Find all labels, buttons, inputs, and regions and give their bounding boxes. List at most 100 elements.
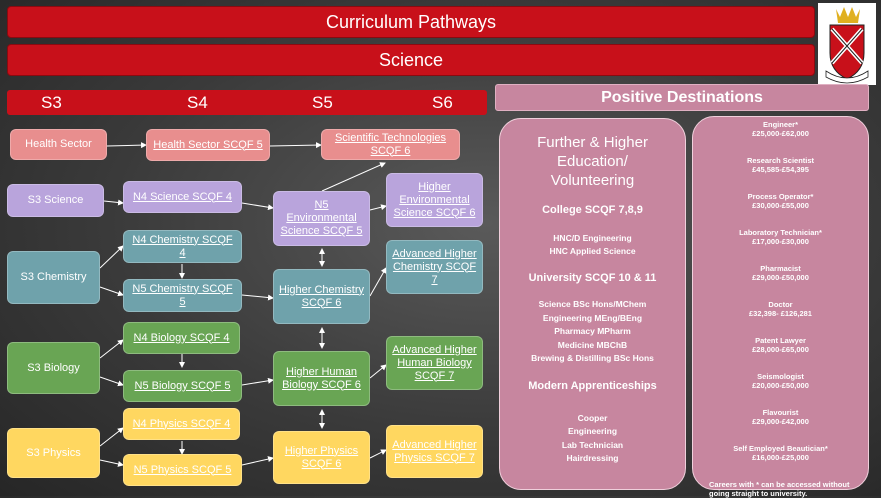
career-salary: £29,000-£42,000 xyxy=(752,417,809,426)
apprenticeship-item: Lab Technician xyxy=(561,439,624,450)
career-item: Laboratory Technician*£17,000-£30,000 xyxy=(693,228,868,246)
further-education-panel: Further & Higher Education/ Volunteering… xyxy=(499,118,686,490)
career-salary: £17,000-£30,000 xyxy=(752,237,809,246)
advanced-higher-physics-box[interactable]: Advanced Higher Physics SCQF 7 xyxy=(386,425,483,478)
career-item: Doctor£32,398- £126,281 xyxy=(693,300,868,318)
n4-physics-box[interactable]: N4 Physics SCQF 4 xyxy=(123,408,240,440)
scientific-technologies-box[interactable]: Scientific Technologies SCQF 6 xyxy=(321,129,460,160)
career-title: Doctor xyxy=(768,300,793,309)
university-item: Medicine MBChB xyxy=(557,339,628,350)
s3-biology-box: S3 Biology xyxy=(7,342,100,394)
university-item: Brewing & Distilling BSc Hons xyxy=(531,353,654,363)
n4-physics-link[interactable]: N4 Physics SCQF 4 xyxy=(132,417,231,430)
health-sector-scqf-link[interactable]: Health Sector SCQF 5 xyxy=(153,138,263,151)
advanced-higher-chemistry-box[interactable]: Advanced Higher Chemistry SCQF 7 xyxy=(386,240,483,294)
n5-physics-link[interactable]: N5 Physics SCQF 5 xyxy=(133,463,232,476)
stage-s4: S4 xyxy=(187,93,208,112)
university-item: Science BSc Hons/MChem xyxy=(538,299,647,309)
advanced-higher-human-biology-box[interactable]: Advanced Higher Human Biology SCQF 7 xyxy=(386,336,483,390)
higher-physics-link[interactable]: Higher Physics SCQF 6 xyxy=(284,444,359,470)
career-item: Engineer*£25,000-£62,000 xyxy=(693,120,868,138)
n5-biology-link[interactable]: N5 Biology SCQF 5 xyxy=(134,379,231,392)
career-title: Pharmacist xyxy=(760,264,801,273)
career-title: Research Scientist xyxy=(746,156,815,165)
career-title: Process Operator* xyxy=(747,192,814,201)
n4-biology-link[interactable]: N4 Biology SCQF 4 xyxy=(133,331,230,344)
career-item: Flavourist£29,000-£42,000 xyxy=(693,408,868,426)
page-subtitle: Science xyxy=(7,44,815,76)
careers-panel: Engineer*£25,000-£62,000 Research Scient… xyxy=(692,116,869,498)
s3-chemistry-box: S3 Chemistry xyxy=(7,251,100,304)
higher-chemistry-link[interactable]: Higher Chemistry SCQF 6 xyxy=(279,283,364,309)
stage-s6: S6 xyxy=(432,93,453,112)
career-item: Seismologist£20,000-£50,000 xyxy=(693,372,868,390)
career-title: Patent Lawyer xyxy=(755,336,806,345)
s3-science-label: S3 Science xyxy=(27,194,84,206)
school-logo xyxy=(818,3,876,85)
college-item: HNC/D Engineering xyxy=(553,233,632,243)
n4-chemistry-link[interactable]: N4 Chemistry SCQF 4 xyxy=(132,233,233,259)
higher-physics-box[interactable]: Higher Physics SCQF 6 xyxy=(273,431,370,484)
career-salary: £29,000-£50,000 xyxy=(752,273,809,282)
career-salary: £16,000-£25,000 xyxy=(752,453,809,462)
health-sector-box: Health Sector xyxy=(10,129,107,160)
career-salary: £32,398- £126,281 xyxy=(749,309,812,318)
career-item: Pharmacist£29,000-£50,000 xyxy=(693,264,868,282)
higher-chemistry-box[interactable]: Higher Chemistry SCQF 6 xyxy=(273,269,370,324)
career-salary: £45,585-£54,395 xyxy=(752,165,809,174)
career-title: Self Employed Beautician* xyxy=(733,444,828,453)
career-item: Patent Lawyer£28,000-£65,000 xyxy=(693,336,868,354)
university-item: Engineering MEng/BEng xyxy=(542,312,643,323)
s3-science-box: S3 Science xyxy=(7,184,104,217)
page-title: Curriculum Pathways xyxy=(7,6,815,38)
stage-s3: S3 xyxy=(41,93,62,112)
higher-environmental-science-box[interactable]: Higher Environmental Science SCQF 6 xyxy=(386,173,483,227)
positive-destinations-title: Positive Destinations xyxy=(495,84,869,111)
college-item: HNC Applied Science xyxy=(549,246,636,256)
advanced-higher-physics-link[interactable]: Advanced Higher Physics SCQF 7 xyxy=(392,438,477,464)
stage-bar: S3 S4 S5 S6 xyxy=(7,90,487,115)
n5-chemistry-box[interactable]: N5 Chemistry SCQF 5 xyxy=(123,279,242,312)
n4-science-link[interactable]: N4 Science SCQF 4 xyxy=(132,190,233,203)
career-salary: £20,000-£50,000 xyxy=(752,381,809,390)
college-heading: College SCQF 7,8,9 xyxy=(542,204,643,216)
scientific-technologies-link[interactable]: Scientific Technologies SCQF 6 xyxy=(334,131,447,157)
career-title: Laboratory Technician* xyxy=(739,228,822,237)
apprenticeship-item: Hairdressing xyxy=(566,453,619,463)
higher-human-biology-box[interactable]: Higher Human Biology SCQF 6 xyxy=(273,351,370,406)
university-item: Pharmacy MPharm xyxy=(554,326,631,336)
career-list: Engineer*£25,000-£62,000 Research Scient… xyxy=(693,120,868,462)
career-title: Engineer* xyxy=(762,120,798,129)
stage-s5: S5 xyxy=(312,93,333,112)
career-salary: £25,000-£62,000 xyxy=(752,129,809,138)
n5-chemistry-link[interactable]: N5 Chemistry SCQF 5 xyxy=(132,282,233,308)
health-sector-label: Health Sector xyxy=(25,138,92,150)
s3-biology-label: S3 Biology xyxy=(27,361,80,374)
advanced-higher-human-biology-link[interactable]: Advanced Higher Human Biology SCQF 7 xyxy=(392,343,477,382)
higher-human-biology-link[interactable]: Higher Human Biology SCQF 6 xyxy=(282,365,361,391)
s3-chemistry-label: S3 Chemistry xyxy=(20,271,87,283)
career-salary: £28,000-£65,000 xyxy=(752,345,809,354)
n5-environmental-science-box[interactable]: N5 Environmental Science SCQF 5 xyxy=(273,191,370,246)
apprenticeship-item: Engineering xyxy=(567,426,618,436)
n4-science-box[interactable]: N4 Science SCQF 4 xyxy=(123,181,242,213)
n5-physics-box[interactable]: N5 Physics SCQF 5 xyxy=(123,454,242,486)
career-title: Seismologist xyxy=(757,372,804,381)
n4-chemistry-box[interactable]: N4 Chemistry SCQF 4 xyxy=(123,230,242,263)
university-heading: University SCQF 10 & 11 xyxy=(528,272,657,284)
n5-environmental-science-link[interactable]: N5 Environmental Science SCQF 5 xyxy=(280,199,363,237)
further-education-title: Further & Higher Education/ Volunteering xyxy=(537,134,648,189)
apprenticeship-item: Cooper xyxy=(577,412,608,423)
n5-biology-box[interactable]: N5 Biology SCQF 5 xyxy=(123,370,242,402)
apprenticeships-heading: Modern Apprenticeships xyxy=(528,379,657,392)
s3-physics-label: S3 Physics xyxy=(26,446,81,459)
career-item: Research Scientist£45,585-£54,395 xyxy=(693,156,868,174)
career-title: Flavourist xyxy=(762,408,799,417)
career-item: Self Employed Beautician*£16,000-£25,000 xyxy=(693,444,868,462)
n4-biology-box[interactable]: N4 Biology SCQF 4 xyxy=(123,322,240,354)
health-sector-scqf-box[interactable]: Health Sector SCQF 5 xyxy=(146,129,270,161)
advanced-higher-chemistry-link[interactable]: Advanced Higher Chemistry SCQF 7 xyxy=(392,247,477,286)
higher-environmental-science-link[interactable]: Higher Environmental Science SCQF 6 xyxy=(393,180,476,219)
career-item: Process Operator*£30,000-£55,000 xyxy=(693,192,868,210)
